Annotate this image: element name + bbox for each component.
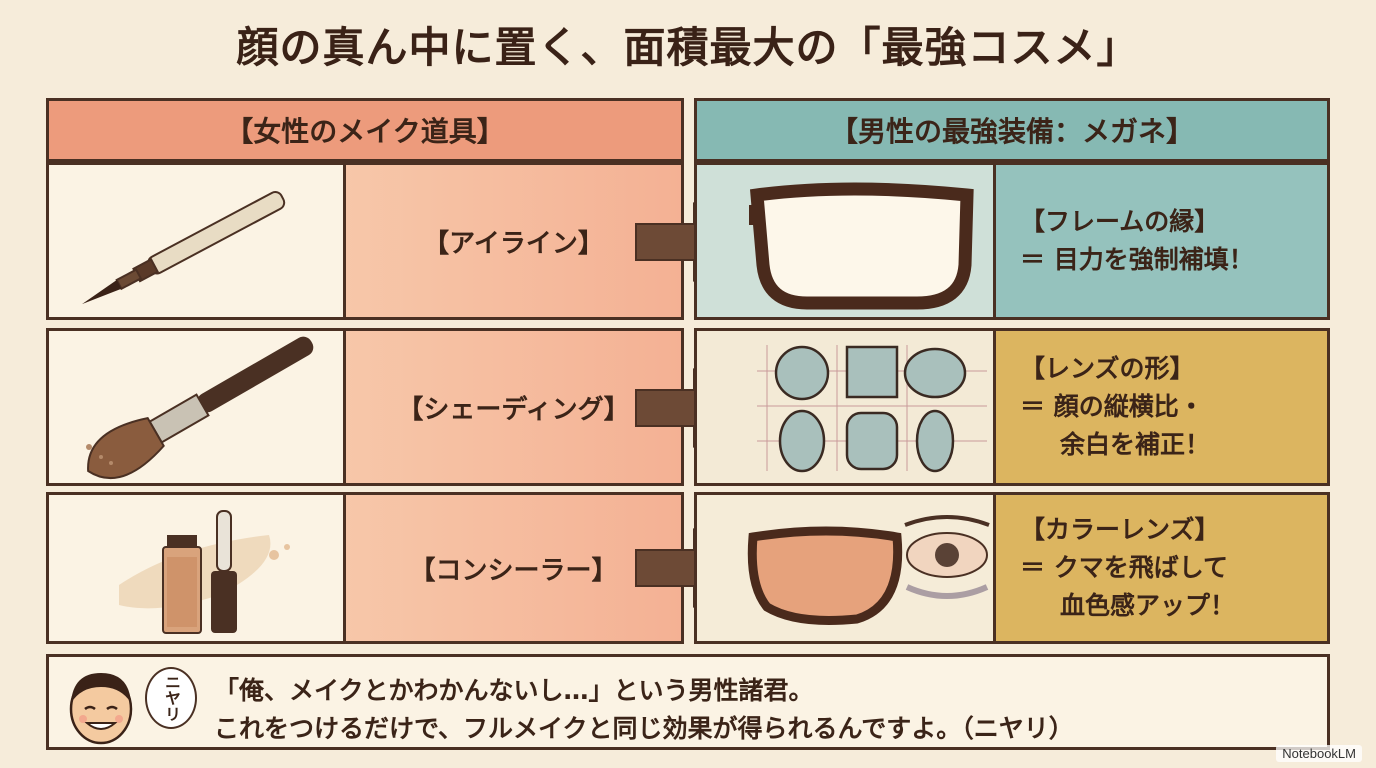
bottom-message-line1: 「俺、メイクとかわかんないし…」という男性諸君。 xyxy=(214,676,814,705)
speech-bubble: ニヤリ xyxy=(145,667,197,729)
color-lens-desc-line1: ＝ クマを飛ばして xyxy=(1020,553,1228,582)
color-lens-desc-line2: 血色感アップ！ xyxy=(1060,591,1236,620)
color-lens-glasses-icon xyxy=(747,515,990,625)
bottom-message-box: ニヤリ 「俺、メイクとかわかんないし…」という男性諸君。 これをつけるだけで、フ… xyxy=(46,654,1330,750)
page-title: 顔の真ん中に置く、面積最大の「最強コスメ」 xyxy=(236,23,1140,72)
lens-shape-desc-line2: 余白を補正！ xyxy=(1060,430,1211,459)
concealer-image-cell xyxy=(46,492,346,644)
lens-shape-image-cell xyxy=(694,328,996,486)
grinning-man-icon xyxy=(69,673,133,745)
lens-shape-desc-title: 【レンズの形】 xyxy=(1020,354,1195,383)
frame-description: 【フレームの縁】 ＝ 目力を強制補填！ xyxy=(993,162,1330,320)
brush-image-cell xyxy=(46,328,346,486)
color-lens-description: 【カラーレンズ】 ＝ クマを飛ばして 血色感アップ！ xyxy=(993,492,1330,644)
bottom-message-line2: これをつけるだけで、フルメイクと同じ効果が得られるんですよ。（ニヤリ） xyxy=(214,714,1074,743)
concealer-tube-icon xyxy=(119,510,290,634)
eyeliner-image-cell xyxy=(46,162,346,320)
lens-shape-desc-line1: ＝ 顔の縦横比・ xyxy=(1020,392,1204,421)
makeup-brush-icon xyxy=(86,336,314,480)
glasses-frame-icon xyxy=(749,182,974,310)
left-column-header: 【女性のメイク道具】 xyxy=(46,98,684,162)
frame-desc-title: 【フレームの縁】 xyxy=(1020,207,1220,236)
frame-desc-line: ＝ 目力を強制補填！ xyxy=(1020,245,1254,274)
color-lens-desc-title: 【カラーレンズ】 xyxy=(1020,515,1220,544)
right-column-header: 【男性の最強装備：メガネ】 xyxy=(694,98,1330,162)
concealer-label: 【コンシーラー】 xyxy=(343,492,684,644)
lens-shape-description: 【レンズの形】 ＝ 顔の縦横比・ 余白を補正！ xyxy=(993,328,1330,486)
frame-image-cell xyxy=(694,162,996,320)
notebooklm-watermark: NotebookLM xyxy=(1276,745,1362,762)
eyeliner-label: 【アイライン】 xyxy=(343,162,684,320)
color-lens-image-cell xyxy=(694,492,996,644)
lens-shapes-icon xyxy=(757,345,987,473)
eyeliner-pen-icon xyxy=(81,191,286,305)
